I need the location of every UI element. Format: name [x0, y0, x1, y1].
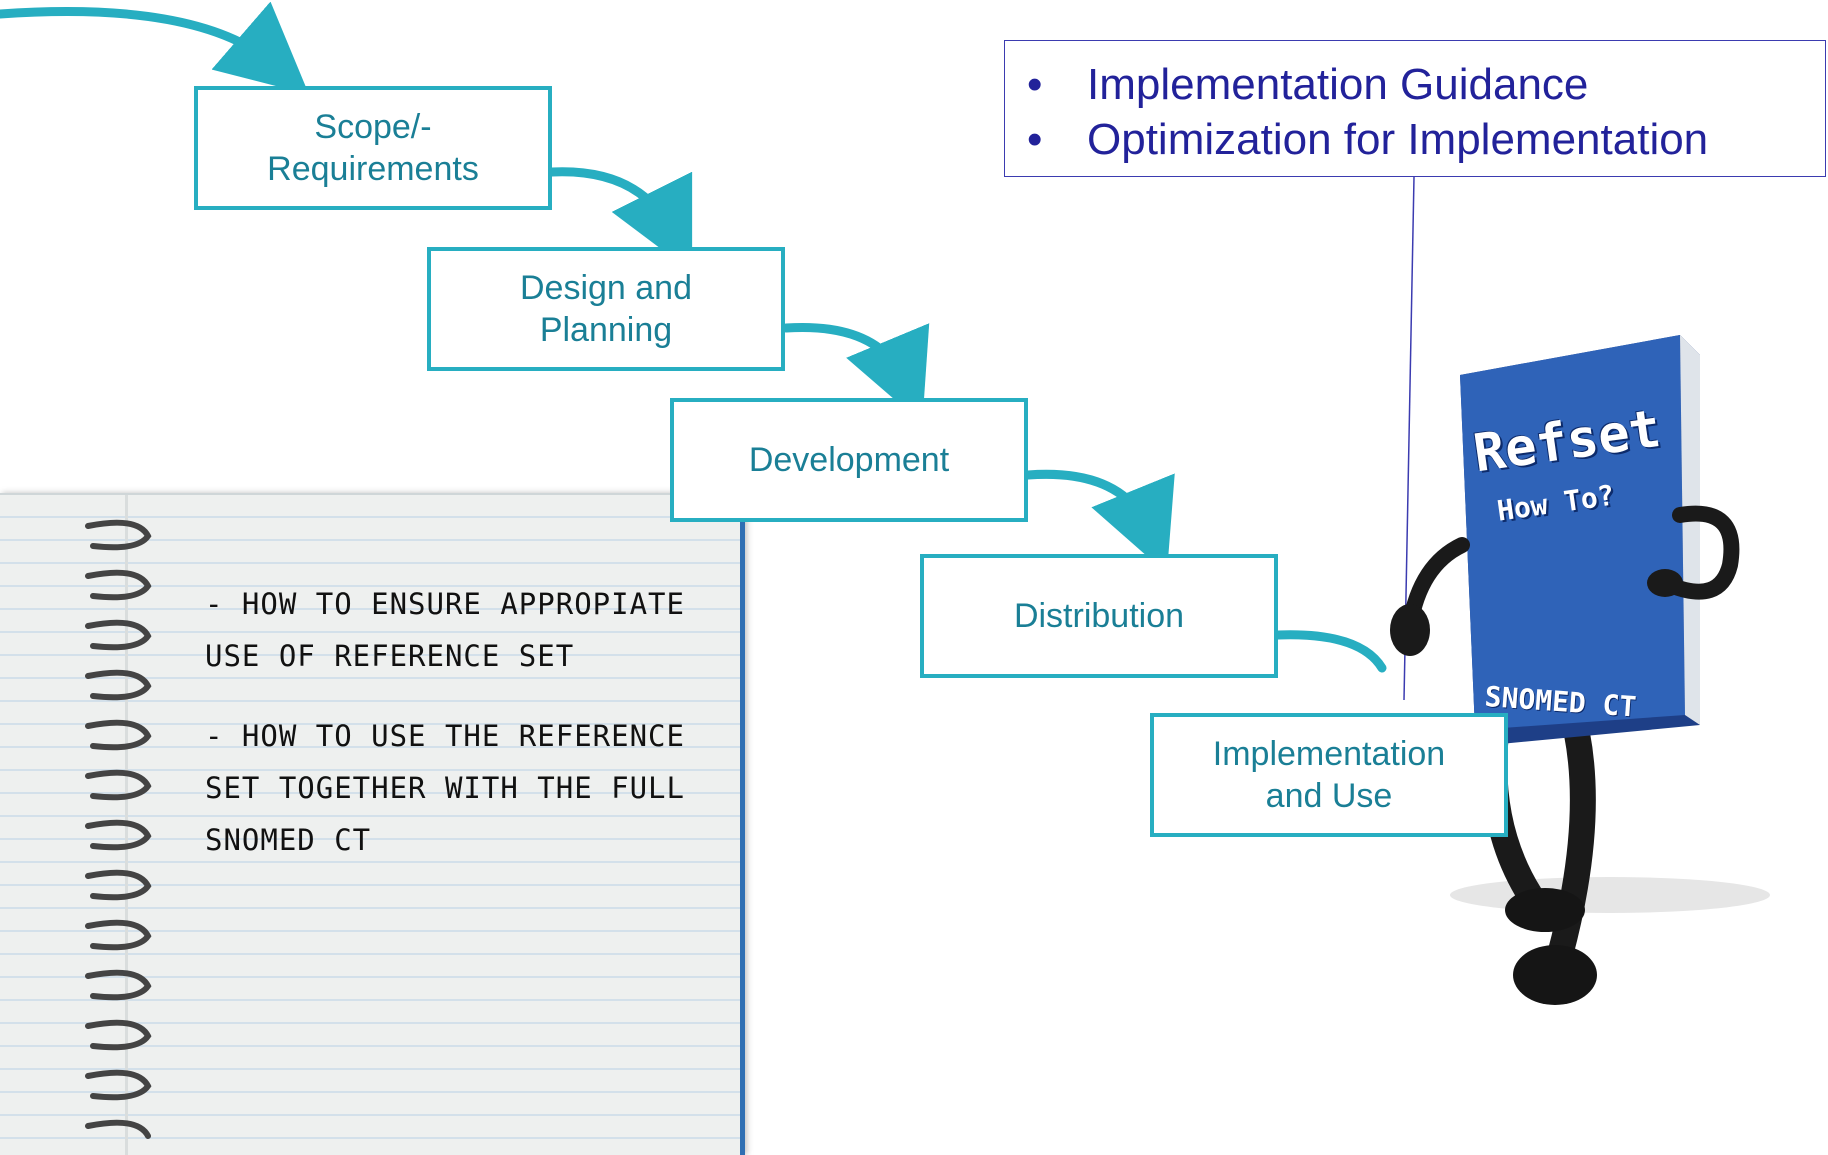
arrow-start	[0, 1, 310, 95]
step-label-scope: Scope/- Requirements	[267, 108, 479, 188]
notebook-note-2: - HOW TO USE THE REFERENCE SET TOGETHER …	[205, 719, 685, 857]
arrow-design-to-development	[781, 322, 930, 424]
guidance-list: • Implementation Guidance • Optimization f…	[1027, 57, 1825, 167]
step-label-implementation: Implementation and Use	[1212, 735, 1446, 815]
guidance-item-text: Implementation Guidance	[1087, 60, 1589, 109]
bullet-icon: •	[1027, 60, 1043, 109]
notebook-note-1: - HOW TO ENSURE APPROPIATE USE OF REFERE…	[205, 587, 685, 673]
guidance-item-text: Optimization for Implementation	[1087, 115, 1709, 164]
refset-book-character-icon	[1390, 335, 1770, 1005]
arrow-development-to-distribution	[1023, 469, 1175, 574]
step-label-design: Design and Planning	[519, 269, 692, 349]
step-implementation-use: Implementation and Use	[1150, 713, 1508, 837]
arrow-scope-to-design	[547, 167, 693, 273]
step-distribution: Distribution	[920, 554, 1278, 678]
bullet-icon: •	[1027, 115, 1043, 164]
notebook-notes: - HOW TO ENSURE APPROPIATE USE OF REFERE…	[205, 578, 725, 894]
guidance-item: • Implementation Guidance	[1027, 57, 1825, 112]
step-design-planning: Design and Planning	[427, 247, 785, 371]
notebook-spiral-icon	[85, 519, 152, 1139]
guidance-item: • Optimization for Implementation	[1027, 112, 1825, 167]
arrow-distribution-to-implementation	[1273, 630, 1387, 673]
step-label-distribution: Distribution	[1013, 597, 1185, 635]
step-development: Development	[670, 398, 1028, 522]
step-label-development: Development	[748, 441, 950, 479]
guidance-callout: • Implementation Guidance • Optimization f…	[1004, 40, 1826, 177]
step-scope-requirements: Scope/- Requirements	[194, 86, 552, 210]
